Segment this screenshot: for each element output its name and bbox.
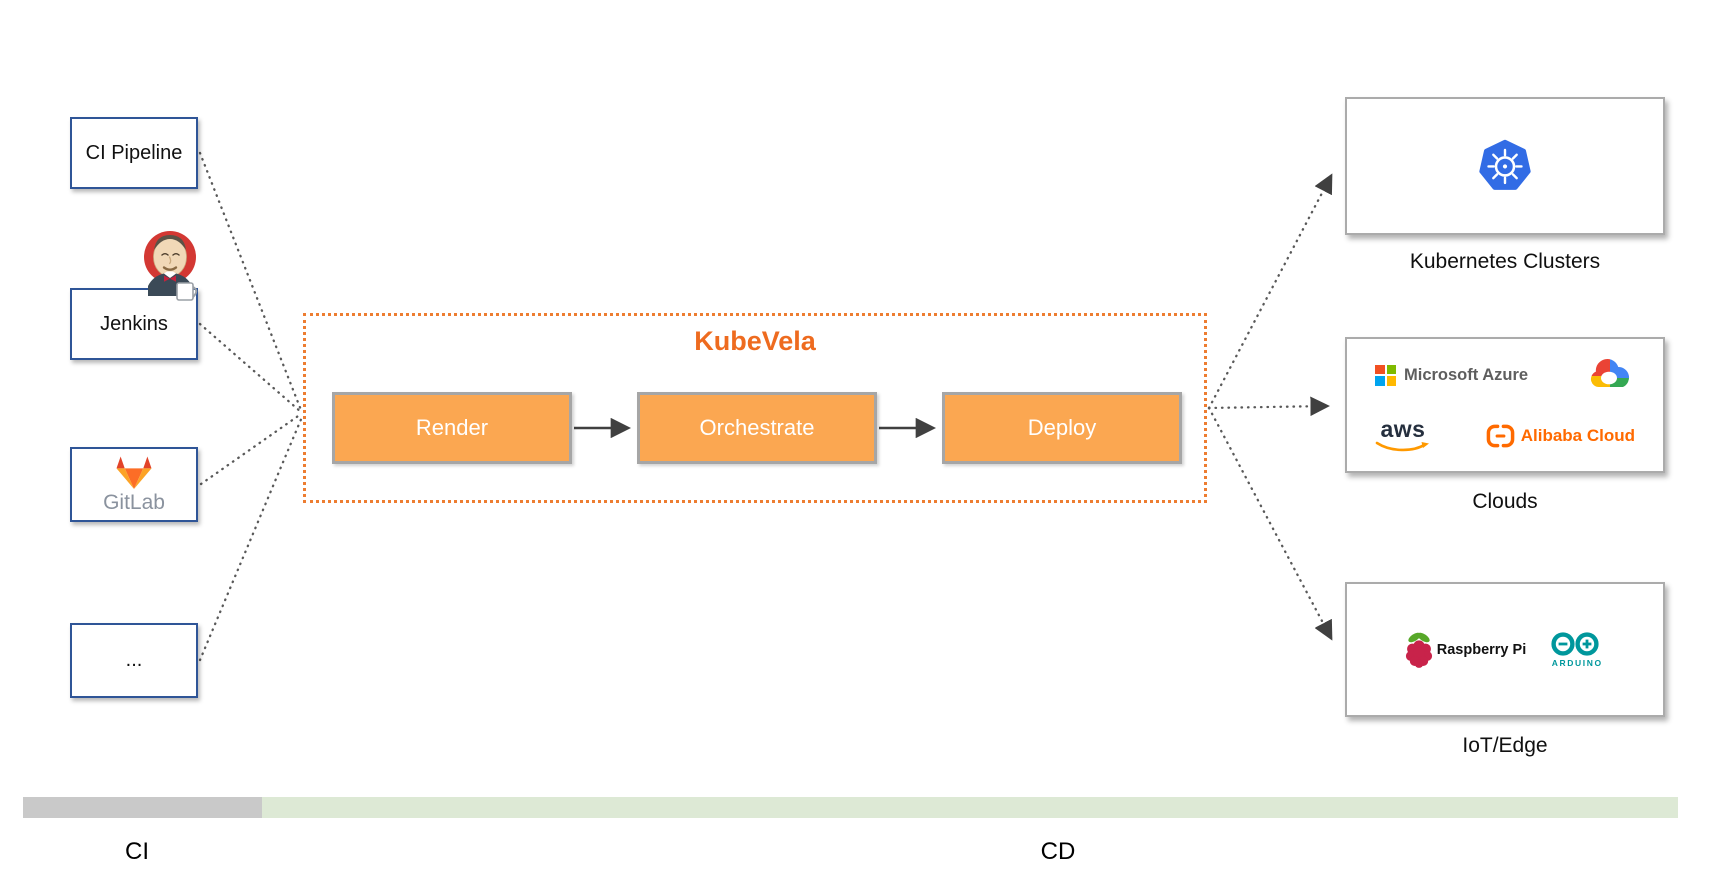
target-box-kubernetes [1345,97,1665,235]
connector-kubevela-to-kubernetes [1207,173,1333,410]
microsoft-azure-icon: Microsoft Azure [1375,364,1529,386]
target-box-clouds: Microsoft Azure aws [1345,337,1665,473]
google-cloud-icon [1590,359,1630,388]
source-box-ci-pipeline: CI Pipeline [70,117,198,189]
arduino-infinity-icon [1551,632,1599,656]
source-box-jenkins: Jenkins [70,288,198,360]
source-box-more: ... [70,623,198,698]
stage-box-deploy: Deploy [942,392,1182,464]
source-box-gitlab: GitLab [70,447,198,522]
alibaba-cloud-label: Alibaba Cloud [1520,425,1635,445]
aws-smile-icon [1375,441,1429,452]
alibaba-brackets-icon [1486,424,1515,447]
stage-box-render: Render [332,392,572,464]
source-label-gitlab: GitLab [103,490,165,514]
microsoft-azure-label: Microsoft Azure [1404,365,1529,384]
target-label-iot-edge: IoT/Edge [1462,734,1548,757]
clouds-row-top: Microsoft Azure [1375,357,1635,393]
raspberry-pi-label: Raspberry Pi [1436,641,1527,658]
aws-icon: aws [1375,418,1431,453]
clouds-row-bottom: aws Alibaba Cloud [1375,418,1635,453]
connector-jenkins-to-kubevela [198,322,303,414]
connector-gitlab-to-kubevela [199,412,303,486]
stage-box-orchestrate: Orchestrate [637,392,877,464]
phase-bar-cd-segment [262,797,1678,818]
stage-label-deploy: Deploy [1027,415,1097,440]
phase-label-cd: CD [1040,838,1076,865]
kubevela-title: KubeVela [694,326,816,356]
target-box-iot-edge: Raspberry Pi ARDUINO [1345,582,1665,717]
raspberry-pi-icon: Raspberry Pi [1404,631,1526,669]
kubevela-container: KubeVela [303,313,1207,503]
microsoft-logo-squares-icon [1375,364,1396,386]
jenkins-butler-icon [144,231,198,301]
stage-label-orchestrate: Orchestrate [699,415,815,440]
source-label-more: ... [125,649,143,671]
kubernetes-icon [1479,139,1531,190]
source-label-ci-pipeline: CI Pipeline [85,141,183,164]
target-label-kubernetes: Kubernetes Clusters [1409,250,1601,273]
target-label-clouds: Clouds [1472,490,1538,513]
connector-ci-pipeline-to-kubevela [198,151,303,412]
arduino-label: ARDUINO [1551,658,1603,668]
alibaba-cloud-icon: Alibaba Cloud [1486,423,1635,449]
aws-label: aws [1380,416,1426,442]
connector-kubevela-to-iot [1207,406,1333,641]
source-label-jenkins: Jenkins [100,312,168,335]
connector-more-to-kubevela [198,415,304,662]
phase-bar-ci-segment [23,797,262,818]
raspberry-berry-icon [1405,632,1432,668]
phase-label-ci: CI [125,838,149,865]
gitlab-fox-icon [116,456,152,489]
stage-label-render: Render [415,415,489,440]
arduino-icon: ARDUINO [1548,631,1606,668]
connector-kubevela-to-clouds [1207,396,1330,417]
